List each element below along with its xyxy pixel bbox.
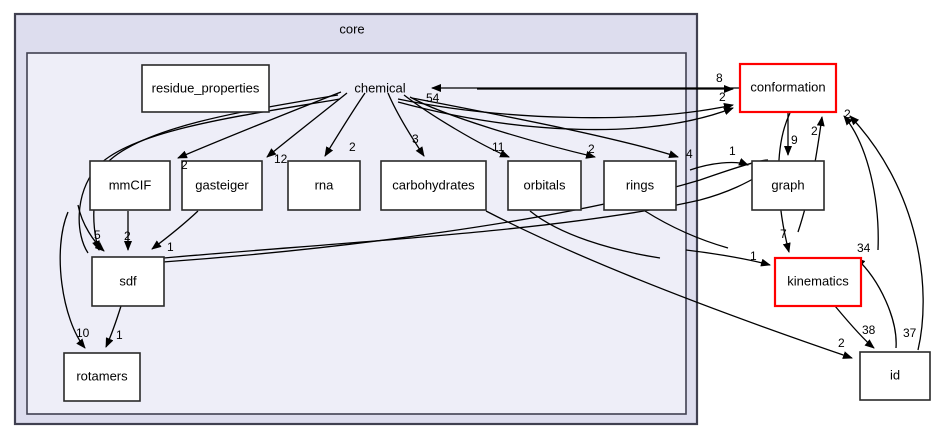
edge-chemical-kinematics — [685, 249, 771, 267]
node-orbitals-label: orbitals — [524, 177, 566, 192]
node-chemical[interactable]: chemical — [354, 80, 405, 95]
edge-sdf-rotamers — [105, 305, 122, 348]
edge-label-chemical-conformation-8: 8 — [716, 71, 723, 85]
node-carbohydrates-rect[interactable] — [380, 160, 487, 211]
node-carbohydrates-label: carbohydrates — [392, 177, 475, 192]
edge-label-id-conformation: 37 — [903, 326, 917, 340]
edge-orbitals-out — [529, 210, 661, 259]
node-orbitals-rect[interactable] — [507, 160, 582, 211]
edge-gasteiger-sdf — [151, 210, 199, 250]
edge-label-chemical-carbohydrates: 3 — [412, 132, 419, 146]
edge-label-chemical-rings-b: 4 — [686, 147, 693, 161]
edge-chemical-sdf-a — [92, 94, 339, 251]
edge-chemical-rings-b — [411, 97, 679, 159]
edge-label-chemical-rings: 2 — [588, 142, 595, 156]
edge-chemical-carbohydrates — [387, 92, 425, 157]
edge-label-graph-conformation: 2 — [811, 124, 818, 138]
edge-label-sdf-rotamers: 1 — [116, 328, 123, 342]
edge-kinematics-id — [834, 305, 875, 349]
node-mmCIF[interactable]: mmCIF — [89, 160, 171, 211]
edge-label-kinematics-id: 38 — [862, 323, 876, 337]
node-mmCIF-label: mmCIF — [109, 177, 152, 192]
edge-chemical-mmcif — [177, 91, 342, 159]
edge-label-chemical-gasteiger: 12 — [274, 152, 288, 166]
edge-chemical-graph — [689, 158, 749, 171]
node-conformation-rect[interactable] — [738, 62, 838, 114]
edge-id-conformation — [849, 115, 924, 351]
node-orbitals[interactable]: orbitals — [507, 160, 582, 211]
node-graph-label: graph — [771, 177, 804, 192]
edge-chemical-conformation-b — [397, 98, 734, 119]
edge-chemical-rings — [409, 96, 596, 159]
edge-rings-out — [644, 210, 729, 249]
node-conformation-label: conformation — [750, 79, 825, 94]
node-rings[interactable]: rings — [603, 160, 677, 211]
cluster-core-label: core — [339, 21, 364, 36]
edge-label-mmcif-sdf: 2 — [124, 229, 131, 243]
edge-label-chemical-sdf-5: 5 — [94, 228, 101, 242]
node-id[interactable]: id — [859, 351, 931, 401]
edge-label-conformation-chemical: 54 — [426, 91, 440, 105]
node-sdf[interactable]: sdf — [91, 256, 165, 307]
node-chemical-label: chemical — [354, 80, 405, 95]
node-gasteiger-label: gasteiger — [195, 177, 249, 192]
edge-carbohydrates-id — [485, 210, 853, 359]
edge-id-kinematics — [855, 257, 897, 349]
edge-label-chemical-rna: 2 — [349, 140, 356, 154]
node-rna-label: rna — [315, 177, 335, 192]
node-residue_properties[interactable]: residue_properties — [141, 64, 270, 113]
node-conformation[interactable]: conformation — [738, 62, 838, 114]
edge-chemical-orbitals — [403, 94, 510, 158]
node-sdf-label: sdf — [119, 273, 137, 288]
node-rotamers-rect[interactable] — [63, 352, 141, 402]
node-rotamers[interactable]: rotamers — [63, 352, 141, 402]
edge-label-conformation-graph: 9 — [791, 133, 798, 147]
node-rings-rect[interactable] — [603, 160, 677, 211]
edge-label-layer: 54 8 2 2 12 2 3 11 2 4 1 5 2 1 10 1 9 2 … — [76, 71, 917, 350]
edge-label-carbohydrates-id: 2 — [838, 336, 845, 350]
edge-label-chemical-rotamers: 10 — [76, 326, 90, 340]
node-kinematics-label: kinematics — [787, 273, 849, 288]
edge-sdf-right — [163, 174, 761, 259]
edge-chemical-sdf-5 — [77, 204, 105, 252]
edge-label-chemical-orbitals: 11 — [492, 140, 505, 154]
node-graph-rect[interactable] — [751, 160, 825, 211]
edge-layer — [59, 84, 924, 359]
node-id-label: id — [890, 367, 900, 382]
edge-label-id-kinematics: 34 — [857, 241, 871, 255]
node-graph[interactable]: graph — [751, 160, 825, 211]
edge-label-chemical-conformation-2: 2 — [719, 90, 726, 104]
edge-label-chemical-kinematics: 1 — [750, 249, 757, 263]
node-kinematics[interactable]: kinematics — [773, 256, 863, 308]
node-mmCIF-rect[interactable] — [89, 160, 171, 211]
node-residue_properties-label: residue_properties — [152, 80, 260, 95]
edge-label-conformation-kinematics: 7 — [780, 227, 787, 241]
node-gasteiger[interactable]: gasteiger — [181, 160, 263, 211]
edge-label-gasteiger-sdf: 1 — [167, 240, 174, 254]
node-carbohydrates[interactable]: carbohydrates — [380, 160, 487, 211]
node-gasteiger-rect[interactable] — [181, 160, 263, 211]
node-rings-label: rings — [626, 177, 655, 192]
node-rna[interactable]: rna — [287, 160, 361, 211]
edge-label-kinematics-conformation: 2 — [844, 107, 851, 121]
edge-chemical-rna — [324, 92, 366, 157]
edge-chemical-rotamers — [59, 211, 86, 349]
node-sdf-rect[interactable] — [91, 256, 165, 307]
node-residue_properties-rect[interactable] — [141, 64, 270, 113]
node-id-rect[interactable] — [859, 351, 931, 401]
edge-sdf-out — [162, 159, 769, 263]
edge-label-chemical-graph: 1 — [729, 144, 736, 158]
edge-label-chemical-mmcif: 2 — [181, 158, 188, 172]
node-kinematics-rect[interactable] — [773, 256, 863, 308]
edge-kinematics-conformation — [843, 115, 879, 251]
node-rotamers-label: rotamers — [76, 368, 128, 383]
node-rna-rect[interactable] — [287, 160, 361, 211]
